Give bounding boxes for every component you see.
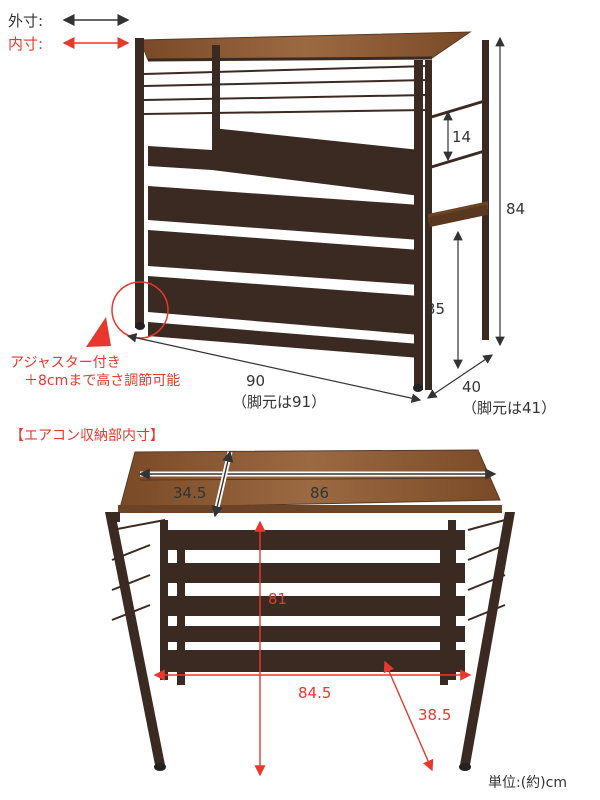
depth-dim-note: （脚元は41） [462,399,557,417]
width-dim-line [126,333,422,403]
adjuster-note-line2: ＋8cmまで高さ調節可能 [24,373,181,389]
inner-depth-dim-line [383,660,434,772]
gap-dim-value: 14 [452,128,472,146]
rack-top-view [135,31,489,392]
height-dim-value: 84 [506,200,526,218]
width-dim-note: （脚元は91） [232,393,327,411]
top-depth-dim-value: 34.5 [173,484,207,502]
depth-dim-value: 40 [462,378,482,396]
inner-depth-dim-value: 38.5 [418,706,452,724]
adjuster-note-line1: アジャスター付き [10,355,121,371]
section-title: 【エアコン収納部内寸】 [10,428,164,444]
top-depth-dim-line [211,450,234,518]
unit-note: 単位:(約)cm [488,775,567,791]
width-dim-value: 90 [246,372,266,390]
depth-dim-line [427,354,493,399]
inner-width-dim-value: 84.5 [298,684,332,702]
adjuster-pointer [86,317,111,347]
lower-dim-value: 35 [426,300,446,318]
inner-legend-label: 内寸: [8,35,44,53]
inner-height-dim-value: 81 [268,590,288,608]
top-width-dim-value: 86 [310,484,330,502]
outer-legend-label: 外寸: [8,12,44,30]
